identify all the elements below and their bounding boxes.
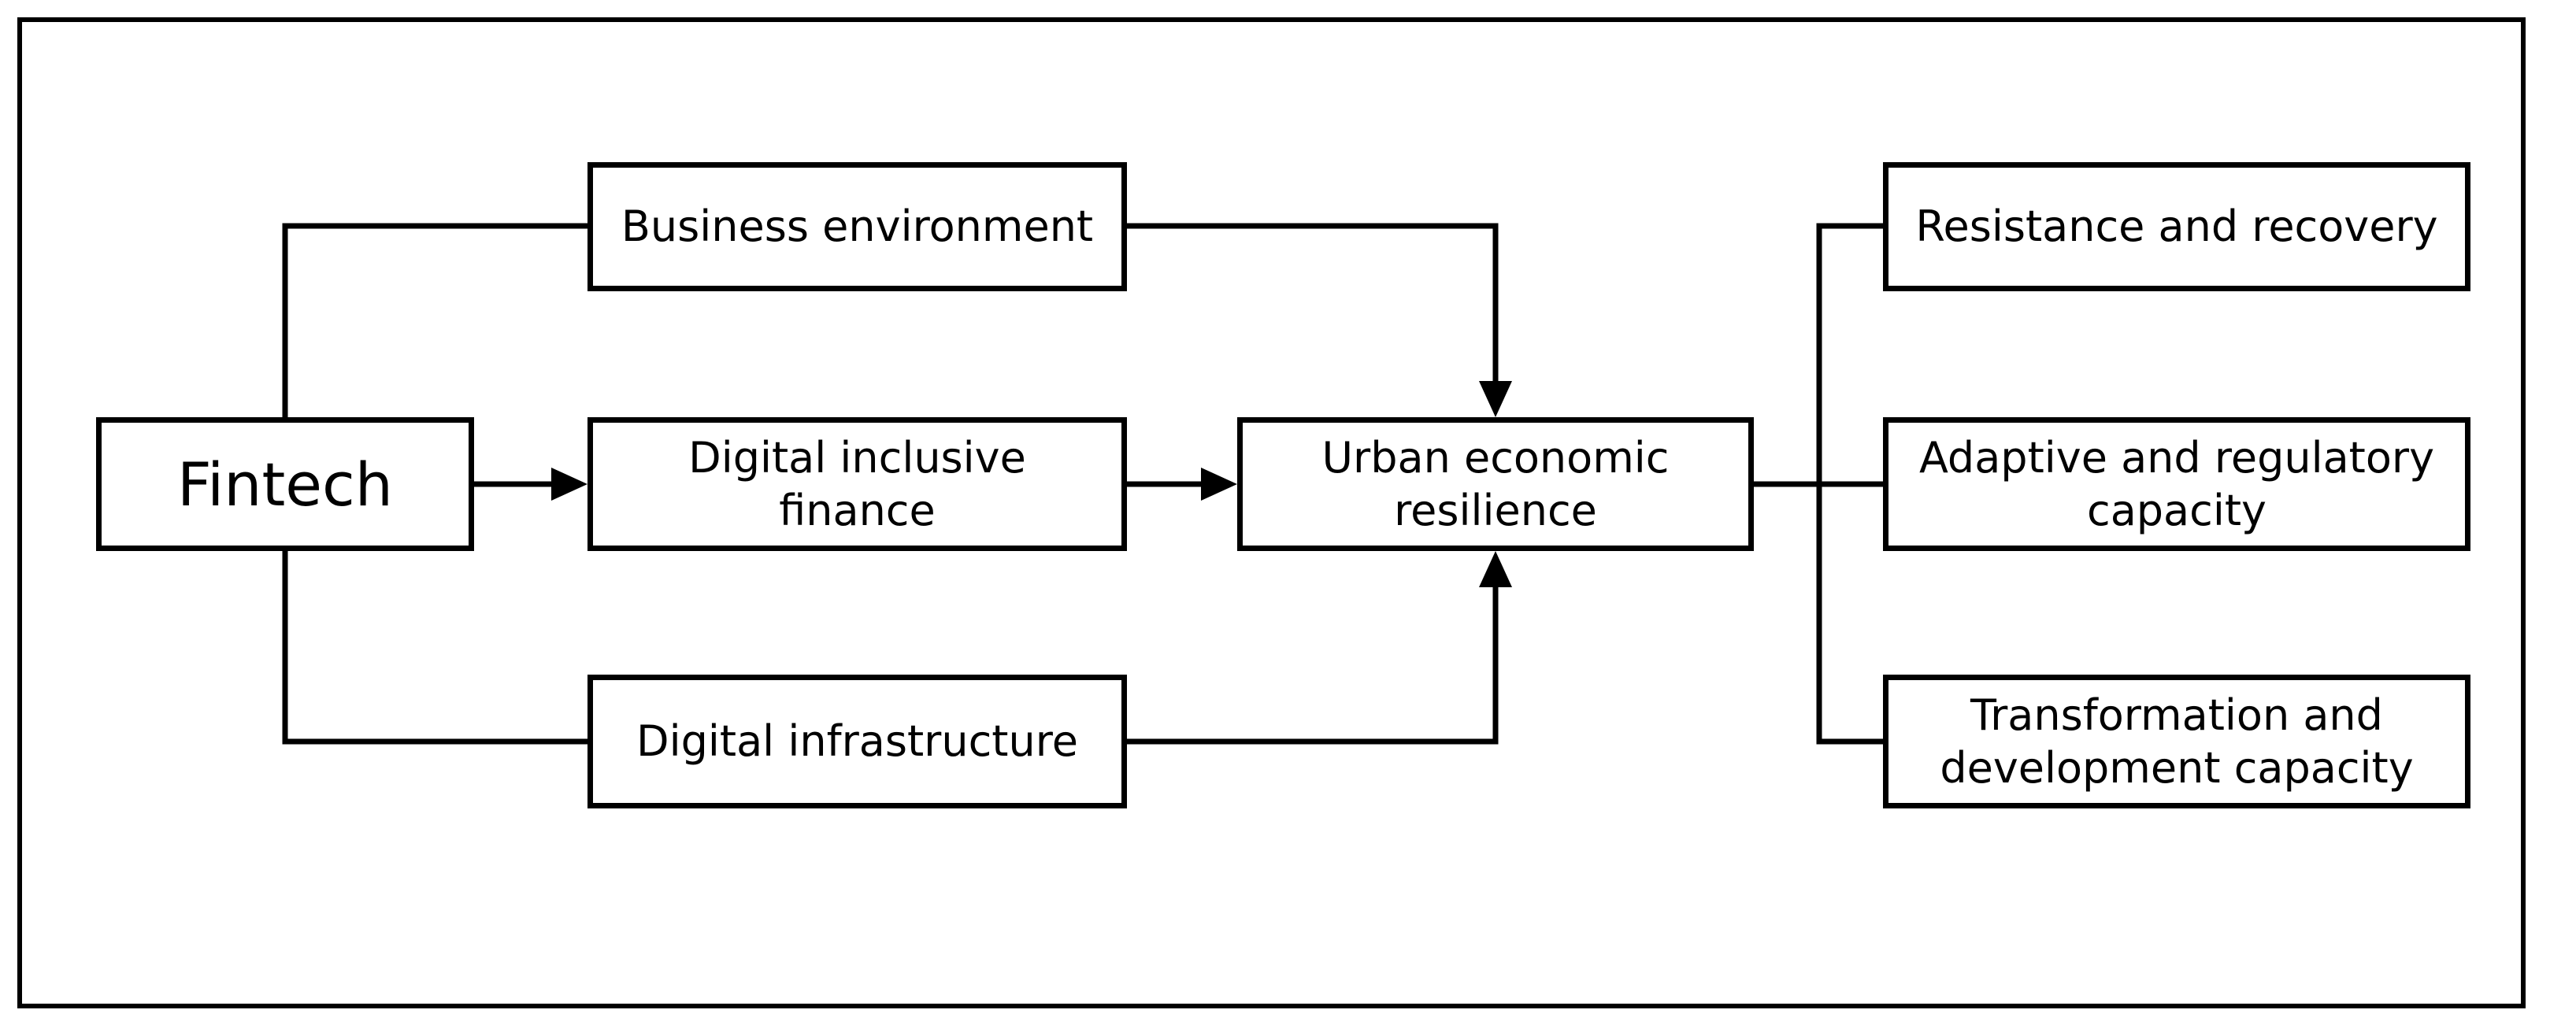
node-urban-economic-resilience: Urban economic resilience [1237, 417, 1754, 551]
edge-business-uer [1127, 223, 1499, 381]
node-resistance-recovery-label: Resistance and recovery [1915, 202, 2438, 252]
node-digital-infrastructure: Digital infrastructure [587, 675, 1127, 808]
node-transformation-development: Transformation and development capacity [1883, 675, 2470, 808]
arrowhead-uer-top [1479, 381, 1512, 417]
node-adaptive-regulatory-label: Adaptive and regulatory capacity [1918, 432, 2435, 536]
arrowhead-inclusive-finance [551, 468, 587, 501]
edge-bracket-resistance [1816, 223, 1883, 745]
arrowhead-uer-left [1201, 468, 1237, 501]
edge-fintech-business [282, 223, 587, 417]
node-digital-inclusive-finance-label: Digital inclusive finance [688, 432, 1026, 536]
node-business-environment-label: Business environment [621, 202, 1094, 252]
node-urban-economic-resilience-label: Urban economic resilience [1321, 432, 1670, 536]
node-transformation-development-label: Transformation and development capacity [1940, 690, 2414, 793]
edge-infrastructure-uer [1127, 587, 1499, 745]
diagram-frame [17, 17, 2526, 1008]
node-fintech-label: Fintech [177, 449, 393, 520]
arrowhead-uer-bottom [1479, 551, 1512, 587]
edge-fintech-infrastructure [282, 551, 587, 745]
node-resistance-recovery: Resistance and recovery [1883, 162, 2470, 291]
node-digital-inclusive-finance: Digital inclusive finance [587, 417, 1127, 551]
node-fintech: Fintech [96, 417, 474, 551]
node-adaptive-regulatory: Adaptive and regulatory capacity [1883, 417, 2470, 551]
node-business-environment: Business environment [587, 162, 1127, 291]
node-digital-infrastructure-label: Digital infrastructure [636, 716, 1078, 767]
